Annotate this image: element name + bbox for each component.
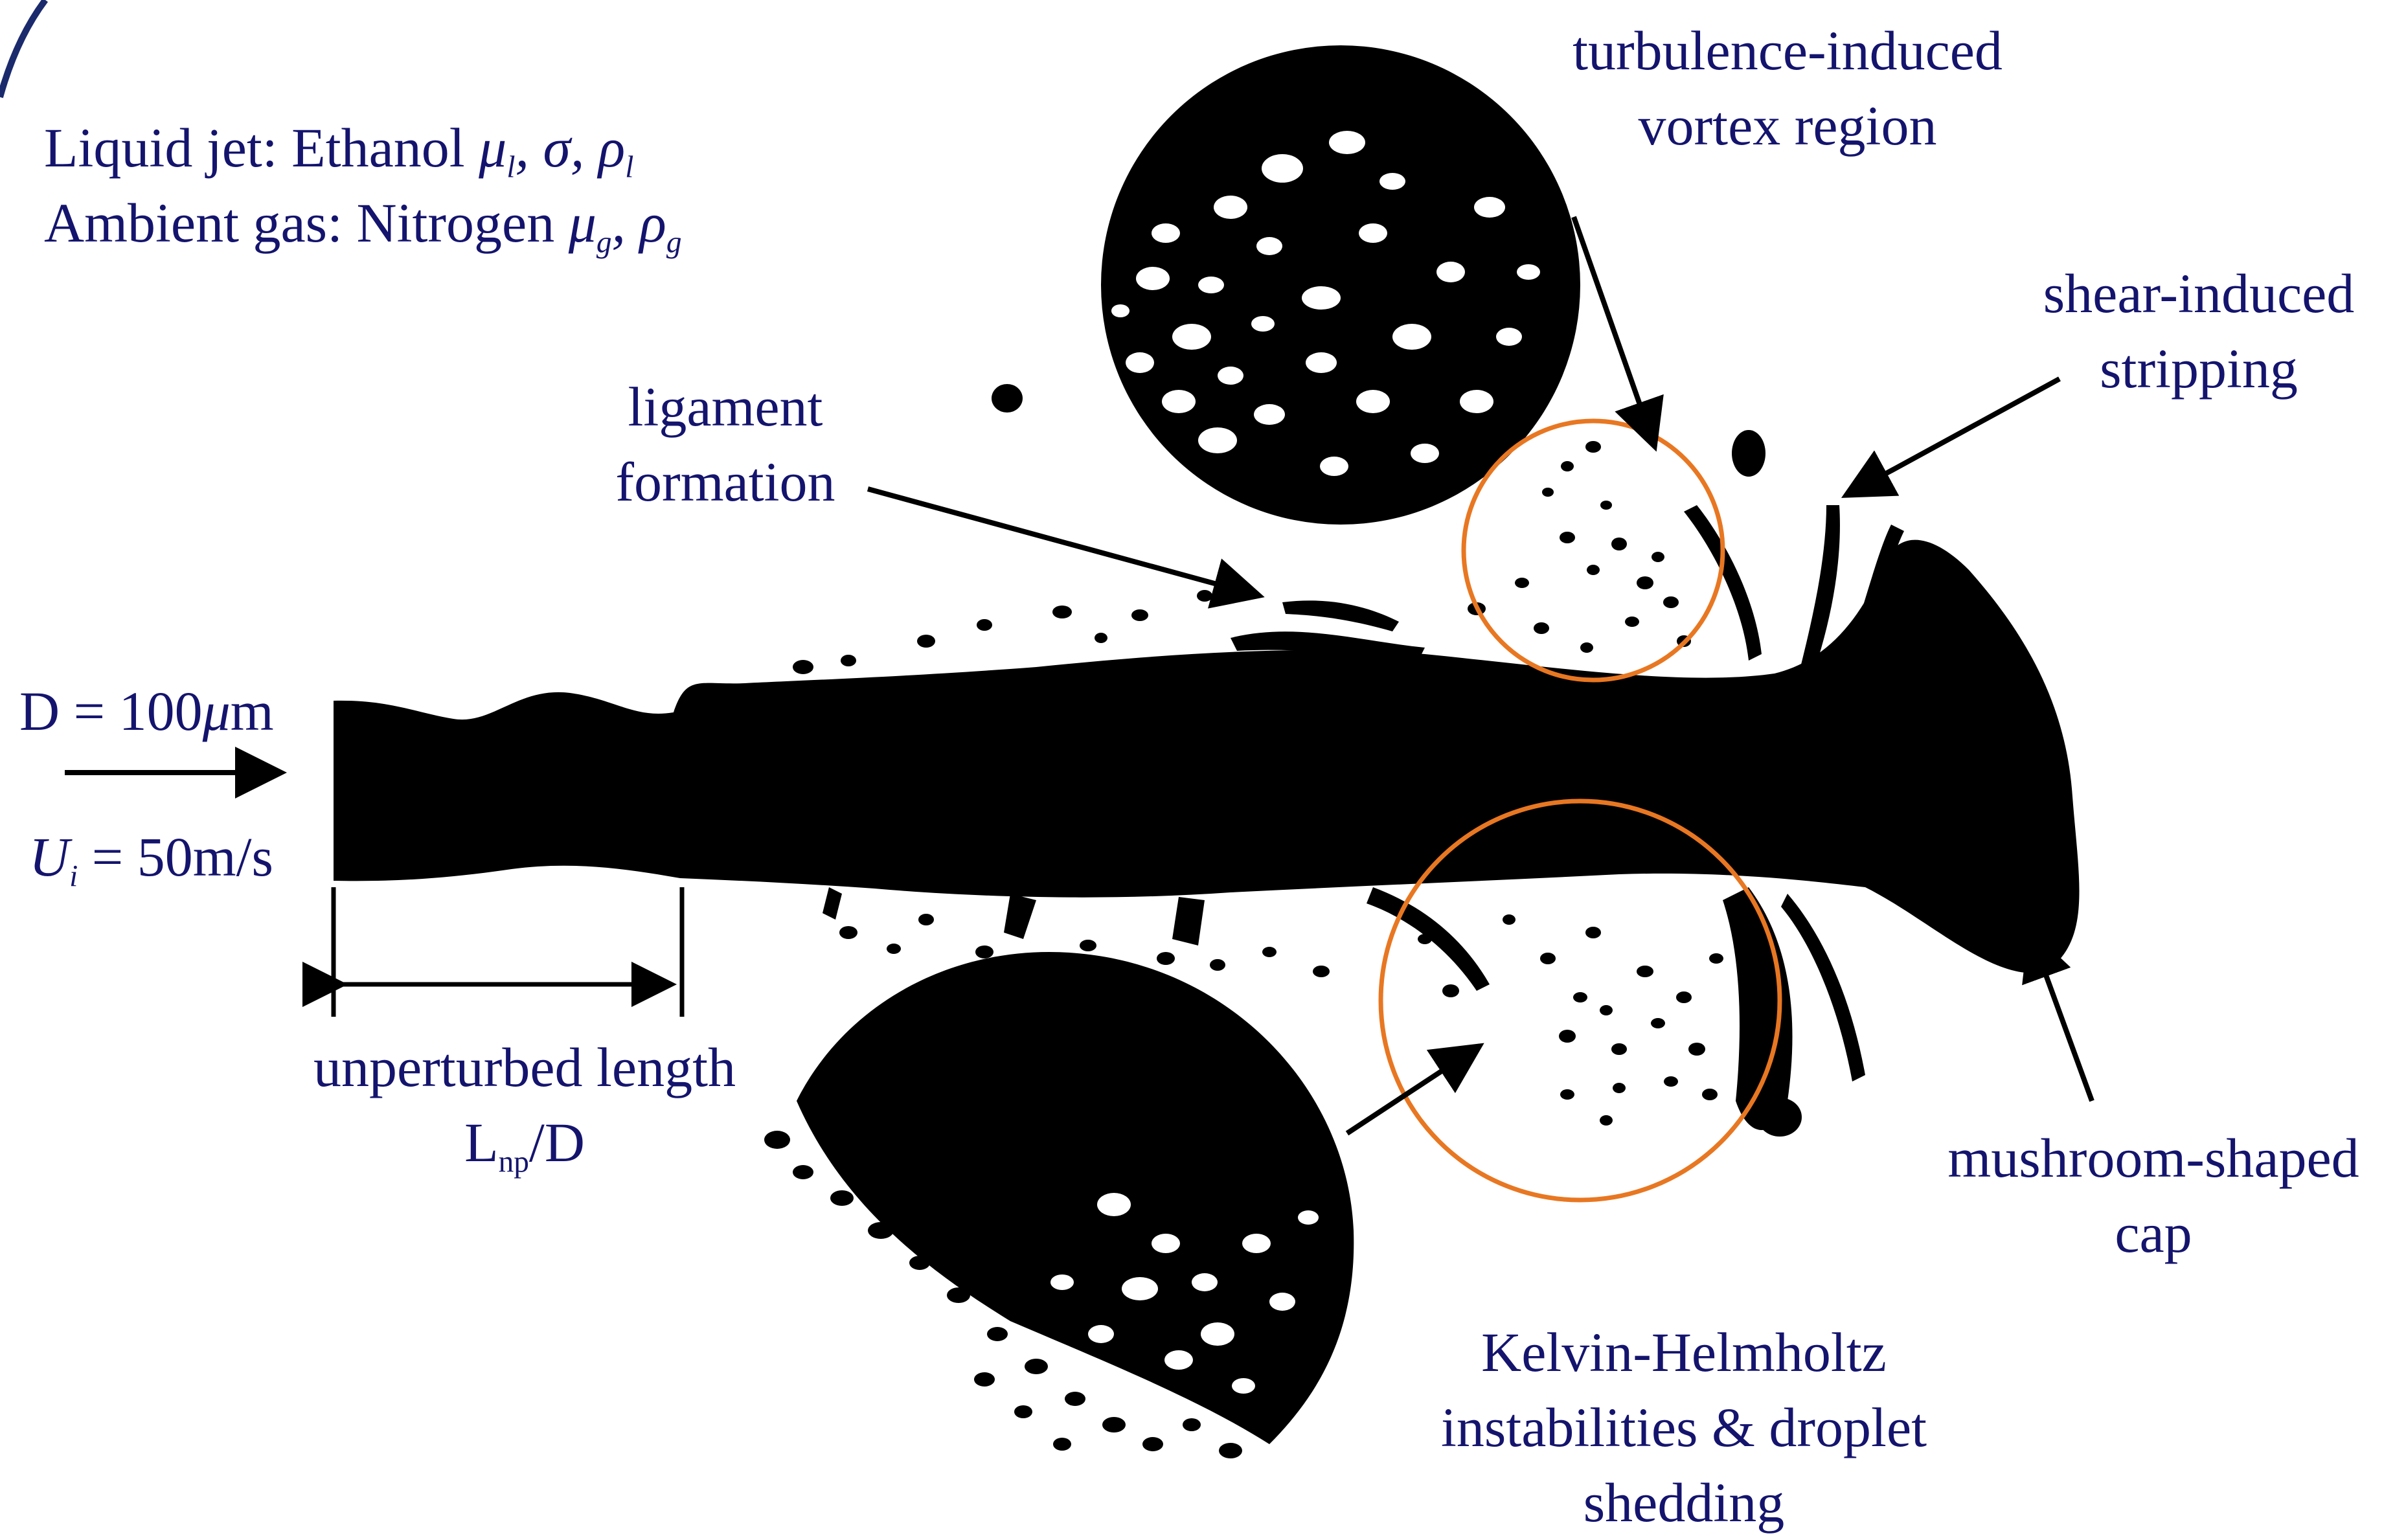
arrow-ligament bbox=[868, 489, 1260, 596]
label-unperturbed-length: unperturbed length Lnp/D bbox=[272, 1030, 777, 1180]
diameter-label: D = 100μm bbox=[19, 674, 274, 749]
fluid-properties: Liquid jet: Ethanol μl, σ, ρl Ambient ga… bbox=[44, 110, 681, 260]
label-ligament-formation: ligament formation bbox=[583, 369, 868, 519]
corner-arc bbox=[0, 0, 45, 97]
label-kelvin-helmholtz: Kelvin-Helmholtz instabilities & droplet… bbox=[1379, 1315, 1988, 1540]
inset-bottom-magnified bbox=[764, 952, 1354, 1458]
liquid-jet-label: Liquid jet: Ethanol bbox=[44, 117, 465, 179]
highlight-circle-vortex bbox=[1464, 421, 1723, 680]
arrow-turbulence bbox=[1574, 217, 1655, 447]
label-turbulence-vortex: turbulence-induced vortex region bbox=[1444, 13, 2131, 163]
arrow-kelvin bbox=[1347, 1046, 1480, 1133]
ambient-gas-label: Ambient gas: Nitrogen bbox=[44, 192, 554, 254]
label-shear-stripping: shear-induced stripping bbox=[2008, 256, 2390, 406]
unperturbed-dimension bbox=[334, 887, 682, 1017]
velocity-label: Ui = 50m/s bbox=[29, 819, 273, 894]
label-mushroom-cap: mushroom-shaped cap bbox=[1917, 1120, 2390, 1271]
